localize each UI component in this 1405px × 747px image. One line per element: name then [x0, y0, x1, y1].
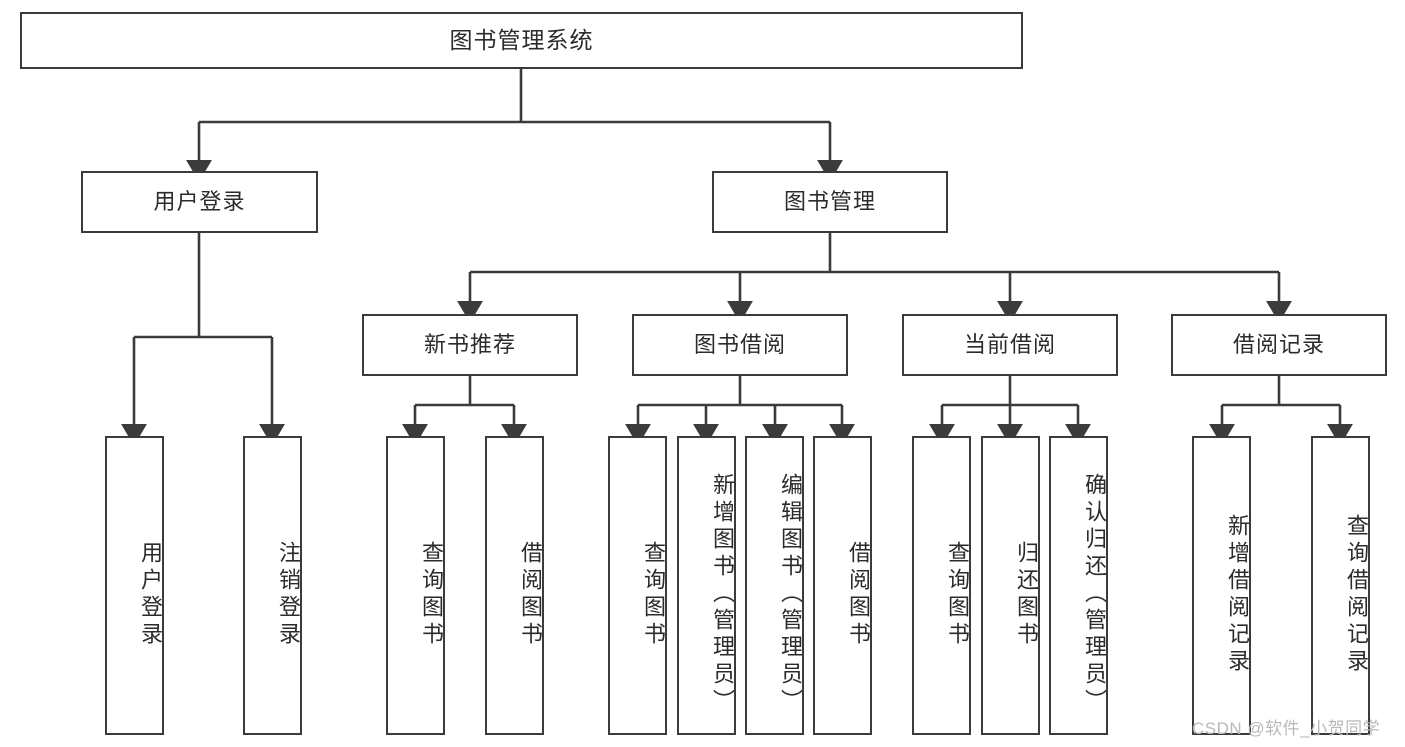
node-root-system[interactable]: 图书管理系统	[20, 12, 1023, 69]
node-label: 新增借阅记录	[1225, 513, 1250, 676]
node-label: 编辑图书（管理员）	[778, 473, 803, 716]
leaf-borrow-book[interactable]: 借阅图书	[813, 436, 872, 735]
node-user-login[interactable]: 用户登录	[81, 171, 318, 233]
node-label: 新增图书（管理员）	[710, 473, 735, 716]
node-label: 借阅记录	[1232, 331, 1325, 357]
node-label: 图书管理系统	[449, 26, 594, 53]
leaf-return-book[interactable]: 归还图书	[981, 436, 1040, 735]
leaf-query-book-new[interactable]: 查询图书	[386, 436, 445, 735]
node-label: 查询图书	[945, 540, 970, 649]
node-label: 图书管理	[783, 188, 876, 214]
node-label: 用户登录	[138, 540, 163, 649]
node-label: 借阅图书	[518, 540, 543, 649]
node-book-management[interactable]: 图书管理	[712, 171, 948, 233]
node-label: 当前借阅	[963, 331, 1056, 357]
node-current-borrow[interactable]: 当前借阅	[902, 314, 1118, 376]
leaf-logout[interactable]: 注销登录	[243, 436, 302, 735]
node-label: 用户登录	[153, 188, 246, 214]
leaf-query-book-borrow[interactable]: 查询图书	[608, 436, 667, 735]
leaf-confirm-return-admin[interactable]: 确认归还（管理员）	[1049, 436, 1108, 735]
node-new-book-recommend[interactable]: 新书推荐	[362, 314, 578, 376]
node-label: 借阅图书	[846, 540, 871, 649]
leaf-query-book-current[interactable]: 查询图书	[912, 436, 971, 735]
node-label: 归还图书	[1014, 540, 1039, 649]
node-label: 图书借阅	[693, 331, 786, 357]
node-label: 查询借阅记录	[1344, 513, 1369, 676]
node-label: 查询图书	[419, 540, 444, 649]
node-label: 注销登录	[276, 540, 301, 649]
leaf-add-book-admin[interactable]: 新增图书（管理员）	[677, 436, 736, 735]
leaf-borrow-book-new[interactable]: 借阅图书	[485, 436, 544, 735]
node-label: 确认归还（管理员）	[1082, 473, 1107, 716]
leaf-edit-book-admin[interactable]: 编辑图书（管理员）	[745, 436, 804, 735]
node-borrow-records[interactable]: 借阅记录	[1171, 314, 1387, 376]
watermark-text: CSDN @软件_小贺同学	[1192, 719, 1381, 738]
node-book-borrow[interactable]: 图书借阅	[632, 314, 848, 376]
leaf-query-borrow-record[interactable]: 查询借阅记录	[1311, 436, 1370, 735]
node-label: 查询图书	[641, 540, 666, 649]
leaf-user-login[interactable]: 用户登录	[105, 436, 164, 735]
node-label: 新书推荐	[423, 331, 516, 357]
leaf-add-borrow-record[interactable]: 新增借阅记录	[1192, 436, 1251, 735]
